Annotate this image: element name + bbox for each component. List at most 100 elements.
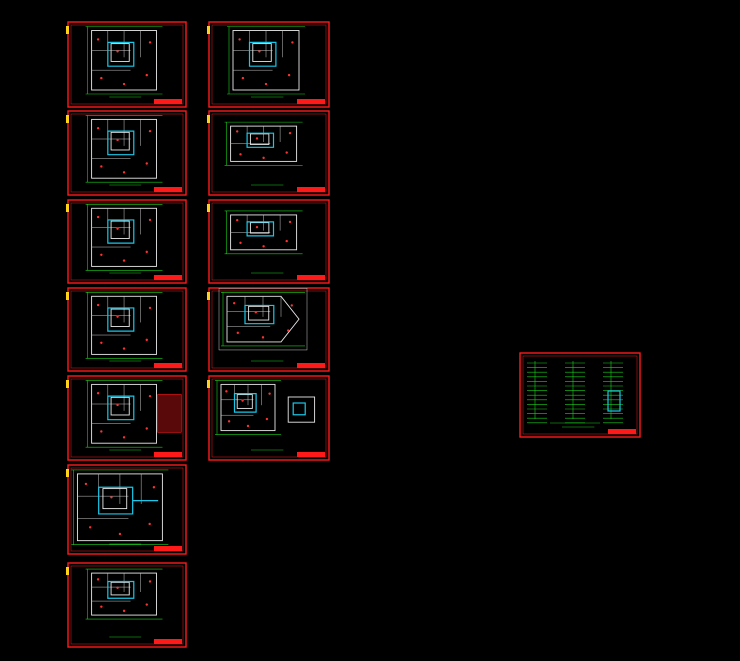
- core-room: [252, 43, 272, 62]
- title-block: [297, 187, 325, 192]
- sheet-border: [208, 375, 330, 461]
- pipe-run: [248, 41, 277, 67]
- core-room: [102, 488, 128, 510]
- title-block: [154, 363, 182, 368]
- fixture-marker: [145, 73, 148, 77]
- title-block: [154, 187, 182, 192]
- fixture-marker: [148, 394, 152, 398]
- fixture-marker: [239, 153, 242, 156]
- drawing-sheet-s7: [66, 562, 187, 648]
- pipe-run: [244, 304, 275, 325]
- fixture-marker: [227, 420, 231, 423]
- fixture-marker: [255, 225, 259, 229]
- pipe-run: [107, 41, 135, 67]
- sheet-border: [67, 199, 187, 284]
- core-room: [110, 131, 130, 151]
- fixture-marker: [254, 311, 257, 314]
- pipe-run: [233, 393, 257, 413]
- sheet-tab-marker: [66, 292, 69, 300]
- fixture-marker: [264, 82, 268, 86]
- fixture-marker: [236, 331, 239, 335]
- fixture-marker: [122, 82, 126, 86]
- fixture-marker: [88, 526, 92, 529]
- fixture-marker: [148, 129, 152, 133]
- sheet-inner-border: [70, 24, 184, 105]
- core-room: [110, 43, 130, 62]
- drawing-sheet-s12: [207, 375, 330, 461]
- fixture-marker: [116, 50, 119, 53]
- fixture-marker: [241, 76, 245, 80]
- fixture-marker: [285, 239, 288, 243]
- detail-plan: [287, 396, 316, 423]
- sheet-inner-border: [211, 202, 327, 281]
- fixture-marker: [285, 151, 288, 154]
- sheet-inner-border: [70, 290, 184, 369]
- fixture-marker: [262, 156, 265, 160]
- fixture-marker: [96, 578, 100, 581]
- fixture-marker: [258, 50, 261, 53]
- drawing-sheet-s6: [66, 464, 187, 555]
- pipe-run: [246, 221, 275, 237]
- fixture-marker: [238, 38, 241, 41]
- fixture-marker: [148, 580, 152, 583]
- fixture-marker: [145, 427, 148, 430]
- fixture-marker: [118, 532, 122, 536]
- fixture-marker: [116, 403, 119, 407]
- core-room: [249, 133, 270, 145]
- fixture-marker: [288, 131, 292, 135]
- fixture-marker: [236, 130, 239, 133]
- fixture-marker: [96, 303, 100, 307]
- fixture-marker: [96, 38, 100, 41]
- core-room: [110, 396, 130, 416]
- sheet-inner-border: [70, 202, 184, 281]
- fixture-marker: [148, 41, 152, 44]
- sheet-border: [519, 352, 641, 438]
- fixture-marker: [225, 390, 228, 393]
- sheet-tab-marker: [207, 380, 210, 388]
- sheet-inner-border: [211, 113, 327, 193]
- fixture-marker: [233, 301, 236, 305]
- fixture-marker: [287, 329, 290, 332]
- fixture-marker: [100, 76, 103, 80]
- sheet-inner-border: [70, 565, 184, 645]
- drawing-sheet-s8: [207, 21, 330, 108]
- fixture-marker: [116, 227, 119, 230]
- fixture-marker: [122, 609, 126, 613]
- fixture-marker: [152, 486, 156, 489]
- title-block: [154, 546, 182, 551]
- sheet-inner-border: [70, 467, 184, 552]
- fixture-marker: [122, 347, 126, 350]
- fixture-marker: [100, 605, 103, 608]
- fixture-marker: [148, 522, 151, 526]
- title-block: [154, 639, 182, 644]
- title-block: [297, 452, 325, 457]
- title-block: [297, 99, 325, 104]
- drawing-sheet-s13: [519, 352, 641, 438]
- fixture-marker: [290, 304, 293, 307]
- fixture-marker: [262, 245, 265, 248]
- fixture-marker: [96, 392, 100, 395]
- fixture-marker: [291, 41, 294, 44]
- core-room: [248, 305, 270, 321]
- pipe-run: [107, 130, 135, 156]
- detail-pipe: [292, 402, 306, 416]
- sheet-tab-marker: [66, 567, 69, 575]
- fixture-marker: [268, 392, 271, 395]
- sheet-layer: [66, 21, 641, 648]
- sheet-border: [67, 21, 187, 108]
- sheet-inner-border: [211, 24, 327, 105]
- drawing-sheet-s4: [66, 287, 187, 372]
- pipe-run: [107, 395, 135, 421]
- pipe-run: [107, 580, 135, 599]
- drawing-sheet-s2: [66, 110, 187, 196]
- fixture-marker: [100, 341, 103, 344]
- title-block: [608, 429, 636, 434]
- drawing-sheet-s9: [207, 110, 330, 196]
- fixture-marker: [261, 336, 265, 339]
- sheet-tab-marker: [207, 26, 210, 34]
- sheet-tab-marker: [207, 204, 210, 212]
- pipe-run: [107, 307, 135, 332]
- deck-outline: [218, 288, 308, 351]
